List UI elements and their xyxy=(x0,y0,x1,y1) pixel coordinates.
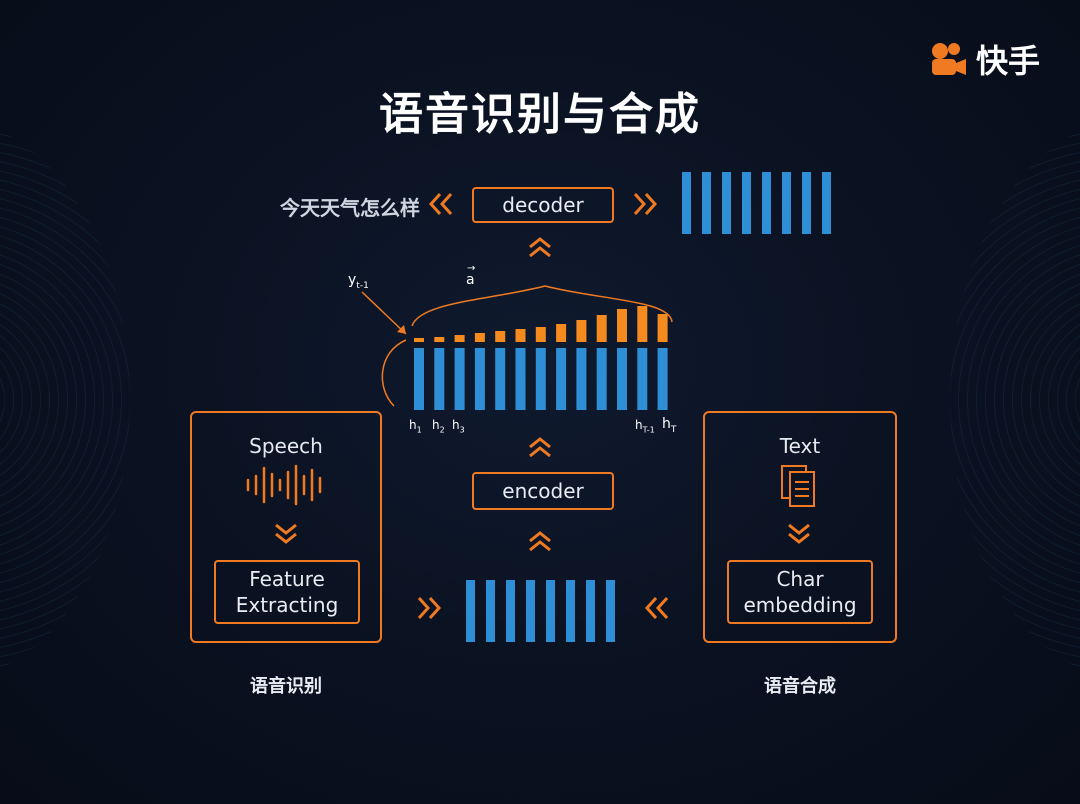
kuaishou-logo-icon xyxy=(931,43,966,75)
decoder-label: decoder xyxy=(502,193,584,217)
attention-bar xyxy=(617,309,627,342)
feature-extracting-line-2: Extracting xyxy=(235,593,339,617)
attention-bar xyxy=(596,315,607,342)
y-label: yt-1 xyxy=(348,272,369,291)
slide-title: 语音识别与合成 xyxy=(379,89,701,140)
chevron-left-icon-2 xyxy=(644,596,669,620)
hidden-state-bar xyxy=(556,348,567,410)
attention-bar xyxy=(474,333,485,342)
hidden-label-1: h1 xyxy=(409,418,422,435)
attention-bar xyxy=(637,306,648,342)
attention-bar xyxy=(657,314,668,342)
document-icon xyxy=(781,465,815,507)
text-heading: Text xyxy=(779,434,821,458)
attention-bar xyxy=(495,331,506,342)
logo-text: 快手 xyxy=(975,42,1040,80)
hidden-label-2: h2 xyxy=(432,418,445,435)
speech-recognition-panel xyxy=(190,411,382,643)
encoder-label: encoder xyxy=(502,479,584,503)
hidden-state-bar xyxy=(596,348,607,410)
waveform-icon xyxy=(246,464,322,506)
char-embedding-line-1: Char xyxy=(776,567,824,591)
globe-right-decoration xyxy=(950,120,1080,680)
hidden-label-t: hT xyxy=(662,416,677,435)
speech-synthesis-panel xyxy=(703,411,897,643)
chevron-down-icon-2 xyxy=(788,523,810,544)
hidden-state-bar xyxy=(637,348,648,410)
chevron-up-icon xyxy=(529,237,551,258)
hidden-state-bar xyxy=(576,348,587,410)
output-feature-bars xyxy=(682,172,831,234)
hidden-state-bar xyxy=(515,348,526,410)
attention-bar xyxy=(454,335,465,342)
hidden-state-bar xyxy=(617,348,627,410)
attention-brace xyxy=(411,285,673,327)
chevron-right-icon-2 xyxy=(417,596,442,620)
chevron-up-icon-2 xyxy=(529,437,551,458)
chevron-up-icon-3 xyxy=(529,531,551,552)
feedback-arrow xyxy=(381,339,407,407)
speech-heading: Speech xyxy=(249,434,323,458)
hidden-label-t-1: hT-1 xyxy=(635,418,655,435)
hidden-state-bar xyxy=(434,348,445,410)
chevron-right-icon xyxy=(633,192,658,216)
recognized-text: 今天天气怎么样 xyxy=(280,196,420,220)
feature-extracting-line-1: Feature xyxy=(249,567,325,591)
hidden-state-bar xyxy=(414,348,424,410)
attention-bar xyxy=(576,320,587,342)
hidden-state-bar xyxy=(495,348,506,410)
y-arrow xyxy=(361,291,407,335)
char-embedding-box: Char embedding xyxy=(727,560,873,624)
hidden-state-bars xyxy=(414,348,668,410)
input-feature-bars xyxy=(466,580,615,642)
hidden-label-3: h3 xyxy=(452,418,465,435)
speech-recognition-caption: 语音识别 xyxy=(250,676,322,697)
logo: 快手 xyxy=(928,36,1040,82)
attention-bar xyxy=(414,338,424,342)
attention-bar xyxy=(556,324,567,342)
chevron-left-icon xyxy=(428,192,453,216)
decoder-box: decoder xyxy=(472,187,614,223)
attention-vector-label: → a xyxy=(466,263,476,288)
globe-left-decoration xyxy=(0,120,130,680)
chevron-down-icon xyxy=(275,523,297,544)
encoder-box: encoder xyxy=(472,472,614,510)
feature-extracting-box: Feature Extracting xyxy=(214,560,360,624)
attention-weight-bars xyxy=(414,306,668,342)
attention-bar xyxy=(515,329,526,342)
char-embedding-line-2: embedding xyxy=(743,593,857,617)
hidden-state-bar xyxy=(657,348,668,410)
hidden-state-bar xyxy=(535,348,546,410)
hidden-state-bar xyxy=(474,348,485,410)
attention-diagram xyxy=(361,285,673,410)
attention-bar xyxy=(434,337,445,342)
speech-synthesis-caption: 语音合成 xyxy=(764,676,836,697)
attention-bar xyxy=(535,327,546,342)
hidden-state-bar xyxy=(454,348,465,410)
